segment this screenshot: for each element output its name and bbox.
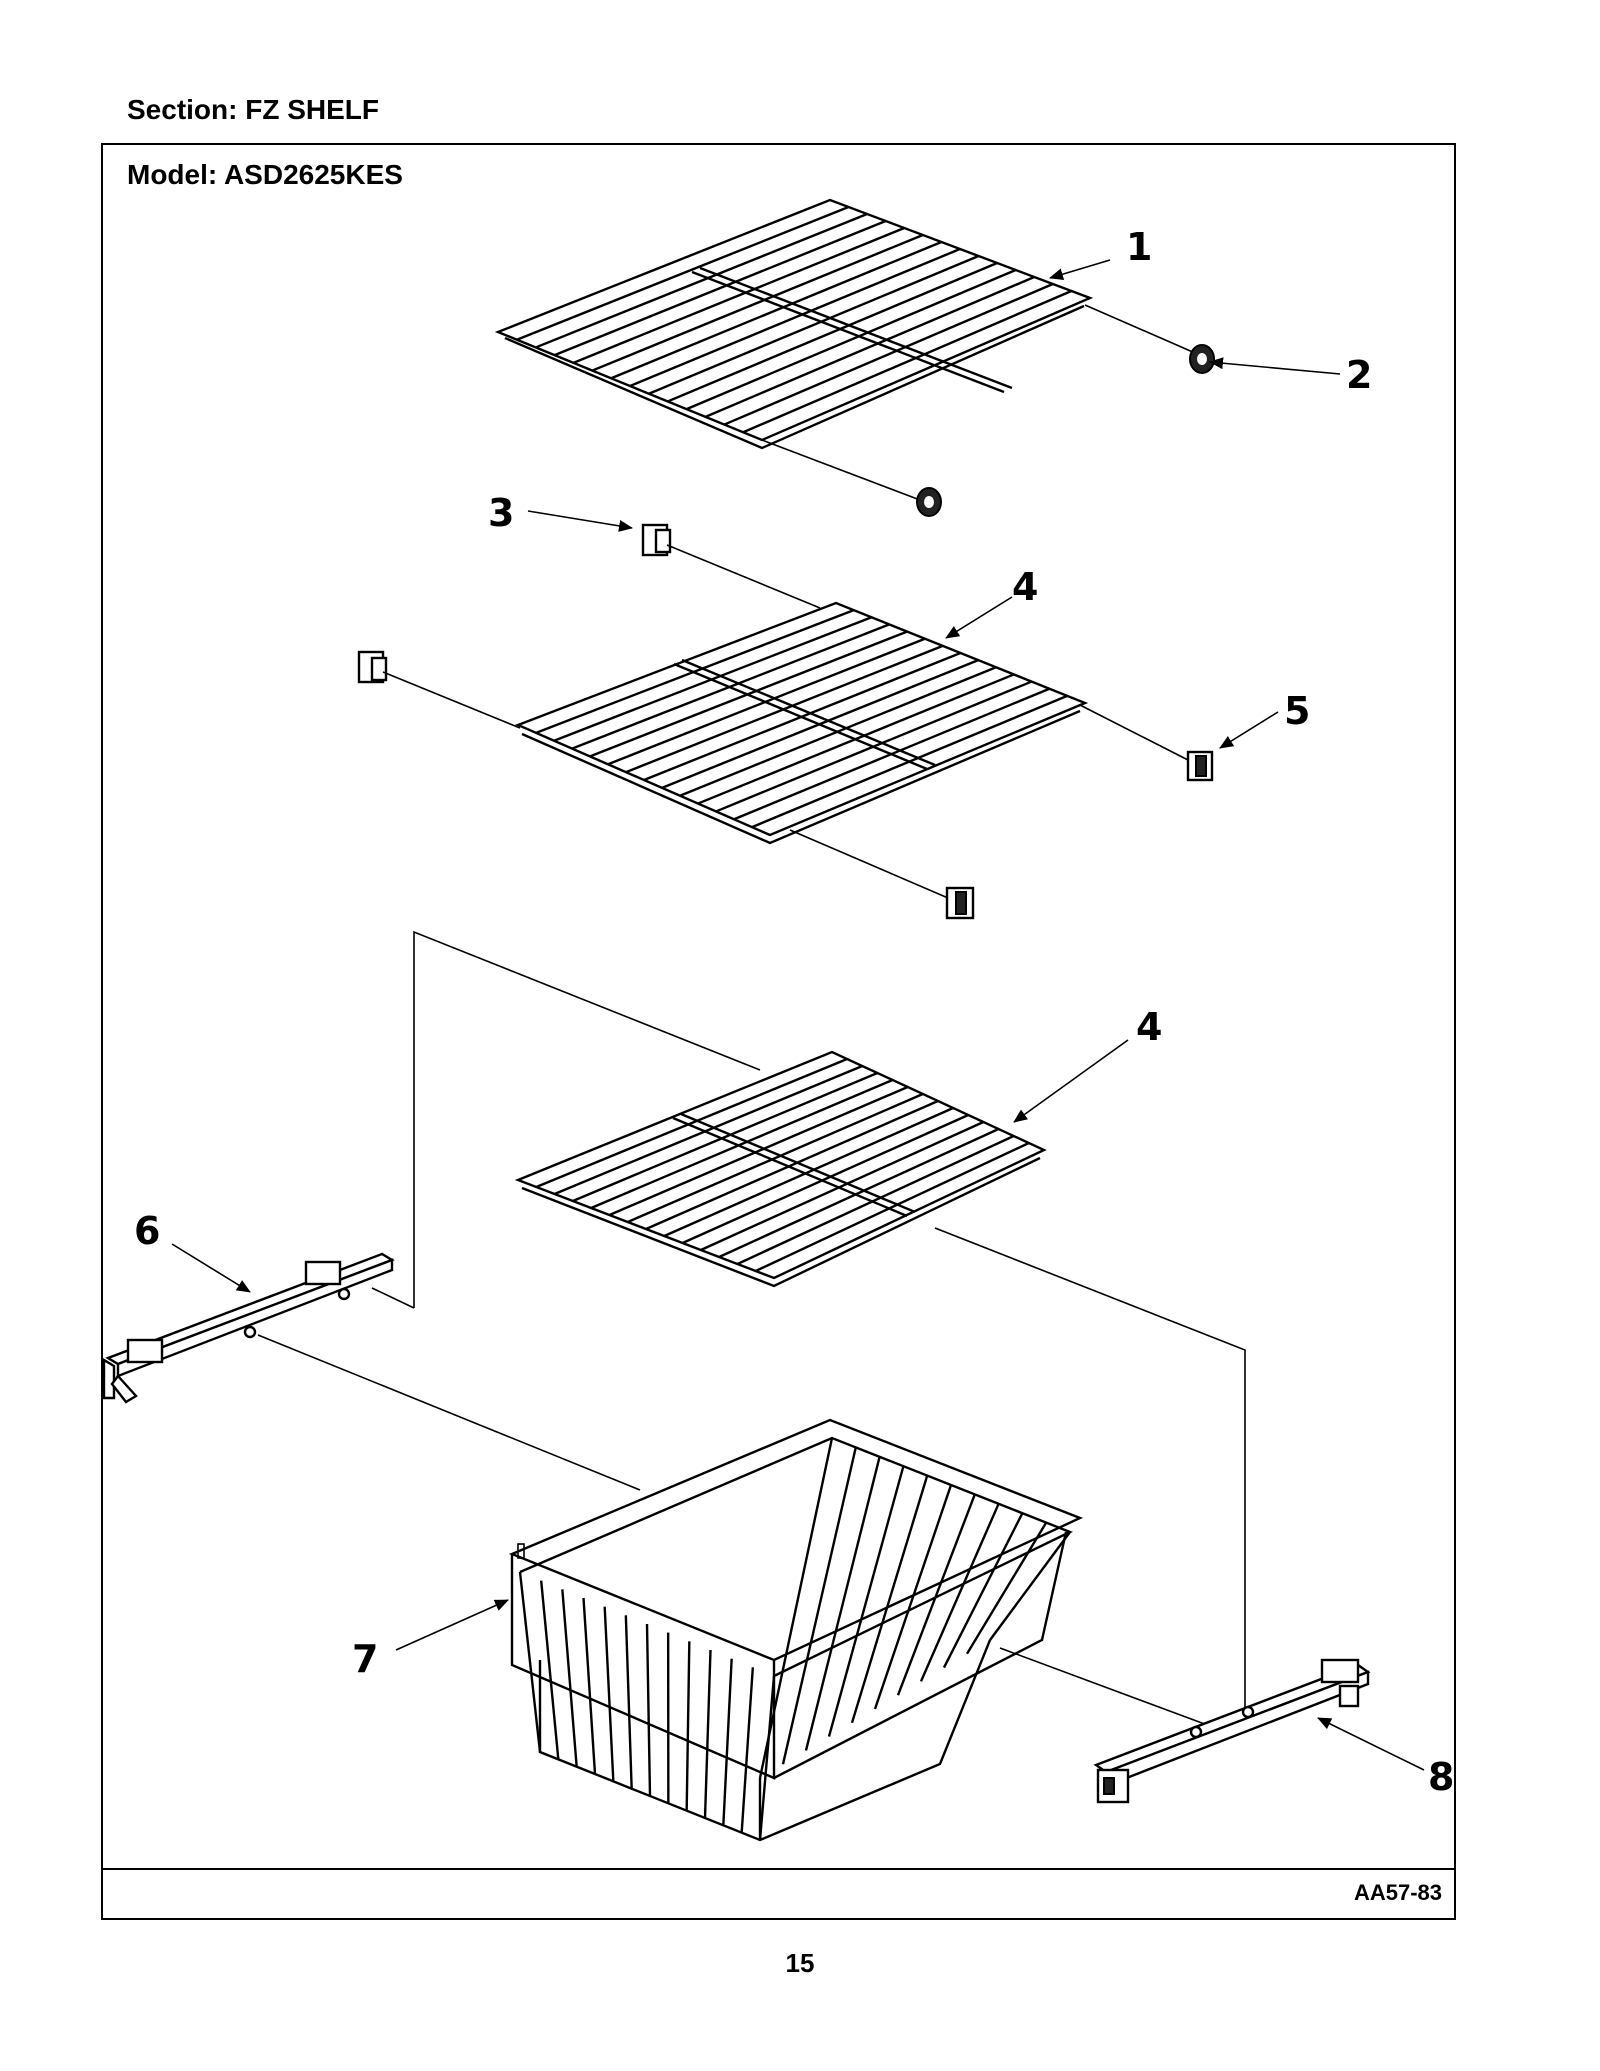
wire-basket [508, 1418, 1084, 1842]
basket-wire [685, 1641, 691, 1811]
middle-wire-shelf-upper [514, 601, 1089, 845]
shelf-wire [591, 233, 924, 372]
basket-wire [518, 1571, 542, 1753]
model-title: Model: ASD2625KES [127, 159, 403, 190]
shelf-wire [736, 1134, 1015, 1266]
shelf-wire [554, 219, 887, 357]
shelf-wire [648, 254, 980, 395]
basket-wire [989, 1531, 1071, 1641]
shelf-wire [718, 1127, 1000, 1259]
diagram-frame [101, 143, 1456, 1920]
shelf-wire [700, 1120, 984, 1252]
shelf-wire [535, 1057, 848, 1189]
basket-wire [758, 1437, 834, 1779]
shelf-wire [682, 1113, 969, 1245]
middle-wire-shelf-lower [514, 1050, 1047, 1288]
basket-wire [740, 1667, 755, 1833]
shelf-wire [535, 212, 868, 349]
shelf-wire [572, 226, 905, 364]
shelf-wire [554, 1064, 863, 1196]
basket-wire [804, 1456, 881, 1751]
shelf-support-clip [357, 523, 1214, 920]
basket-wire [758, 1675, 776, 1841]
basket-wire [919, 1503, 1000, 1682]
shelf-wire [723, 282, 1054, 426]
shelf-wire [686, 268, 1017, 411]
right-drawer-rail [1093, 1658, 1371, 1804]
callout-3: 3 [488, 491, 514, 535]
callout-leaders [171, 259, 1425, 1771]
callout-4-upper: 4 [1012, 565, 1038, 609]
basket-wire [645, 1623, 652, 1797]
page-number: 15 [785, 1948, 815, 1978]
shelf-wire [627, 1092, 924, 1224]
basket-wire [624, 1615, 633, 1789]
shelf-wire [742, 289, 1072, 434]
shelf-wire [608, 1085, 909, 1217]
basket-wire [942, 1512, 1024, 1669]
section-title: Section: FZ SHELF [127, 94, 379, 125]
callout-4-lower: 4 [1136, 1005, 1162, 1049]
basket-wire [561, 1589, 578, 1767]
shelf-wire [629, 247, 961, 388]
basket-wire [539, 1580, 560, 1760]
callout-8: 8 [1428, 1755, 1454, 1799]
basket-wire [965, 1521, 1048, 1655]
shelf-wire [667, 261, 998, 403]
callout-1: 1 [1126, 225, 1152, 269]
shelf-wire [663, 1106, 954, 1238]
basket-wire [722, 1658, 733, 1826]
callout-7: 7 [352, 1637, 378, 1681]
shelf-wire [610, 240, 942, 380]
shelf-wire [704, 275, 1035, 418]
left-drawer-rail [102, 1252, 395, 1404]
basket-wire [582, 1597, 597, 1775]
drawing-code: AA57-83 [1353, 1880, 1442, 1905]
shelf-wire [590, 1078, 894, 1210]
footer-divider [101, 1868, 1456, 1870]
basket-wire [850, 1475, 929, 1724]
callout-2: 2 [1346, 353, 1372, 397]
basket-wire [603, 1606, 615, 1782]
basket-wire [781, 1447, 857, 1765]
shelf-wire [516, 205, 850, 341]
shelf-end-cap [916, 344, 1215, 517]
basket-wire [873, 1484, 953, 1710]
callout-6: 6 [134, 1209, 160, 1253]
shelf-wire [645, 1099, 939, 1231]
basket-wire [896, 1493, 976, 1696]
top-wire-shelf [494, 198, 1094, 450]
callout-5: 5 [1284, 689, 1310, 733]
basket-wire [827, 1465, 905, 1737]
shelf-wire [755, 1141, 1030, 1273]
basket-wire [703, 1649, 712, 1819]
shelf-wire [572, 1071, 878, 1203]
